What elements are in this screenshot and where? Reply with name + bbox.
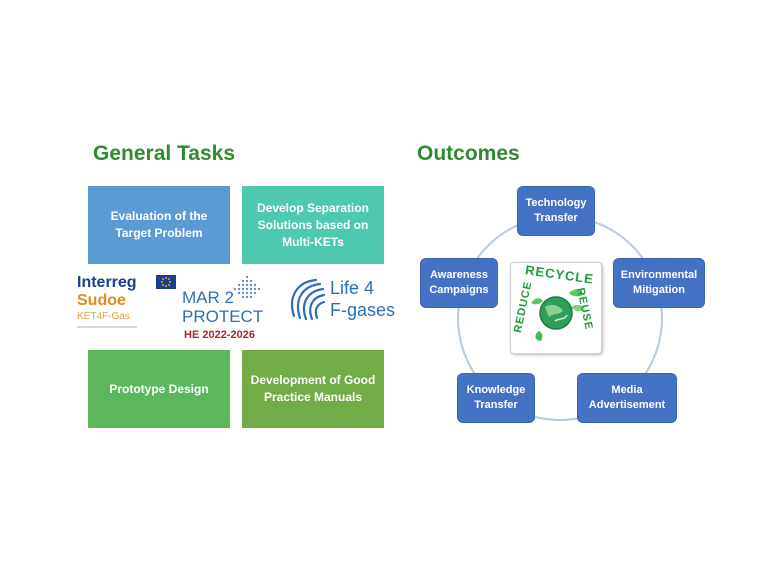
outcomes-heading: Outcomes bbox=[417, 142, 520, 165]
interreg-sudoe-logo: Interreg Sudoe KET4F-Gas bbox=[75, 272, 183, 332]
recycle-globe-icon bbox=[531, 289, 585, 341]
mar2-text: MAR 2 bbox=[182, 288, 234, 307]
interreg-text: Interreg bbox=[77, 274, 137, 291]
task-separation-solutions: Develop Separation Solutions based on Mu… bbox=[242, 186, 384, 264]
globe-swirl-icon bbox=[290, 278, 326, 321]
mar2-protect-logo: MAR 2 PROTECT HE 2022-2026 bbox=[180, 274, 270, 346]
task-good-practice-manuals: Development of Good Practice Manuals bbox=[242, 350, 384, 428]
outcome-environmental-mitigation: Environmental Mitigation bbox=[613, 258, 705, 308]
outcome-awareness-campaigns: Awareness Campaigns bbox=[420, 258, 498, 308]
dotted-wave-icon bbox=[233, 275, 261, 299]
recycle-badge: RECYCLE REUSE REDUCE bbox=[510, 262, 602, 354]
sudoe-text: Sudoe bbox=[77, 292, 126, 309]
outcome-technology-transfer: Technology Transfer bbox=[517, 186, 595, 236]
ket4f-gas-text: KET4F-Gas bbox=[77, 311, 130, 322]
fgases-text: F-gases bbox=[330, 300, 396, 320]
outcome-media-advertisement: Media Advertisement bbox=[577, 373, 677, 423]
task-prototype-design: Prototype Design bbox=[88, 350, 230, 428]
life4-fgases-logo: Life 4 F-gases bbox=[286, 274, 396, 330]
ket4f-tagline-line bbox=[77, 326, 137, 328]
eu-flag-icon bbox=[156, 275, 176, 289]
he-period-text: HE 2022-2026 bbox=[184, 329, 255, 341]
life4-text: Life 4 bbox=[330, 278, 375, 298]
task-evaluation: Evaluation of the Target Problem bbox=[88, 186, 230, 264]
outcome-knowledge-transfer: Knowledge Transfer bbox=[457, 373, 535, 423]
general-tasks-heading: General Tasks bbox=[93, 142, 236, 165]
protect-text: PROTECT bbox=[182, 307, 264, 326]
